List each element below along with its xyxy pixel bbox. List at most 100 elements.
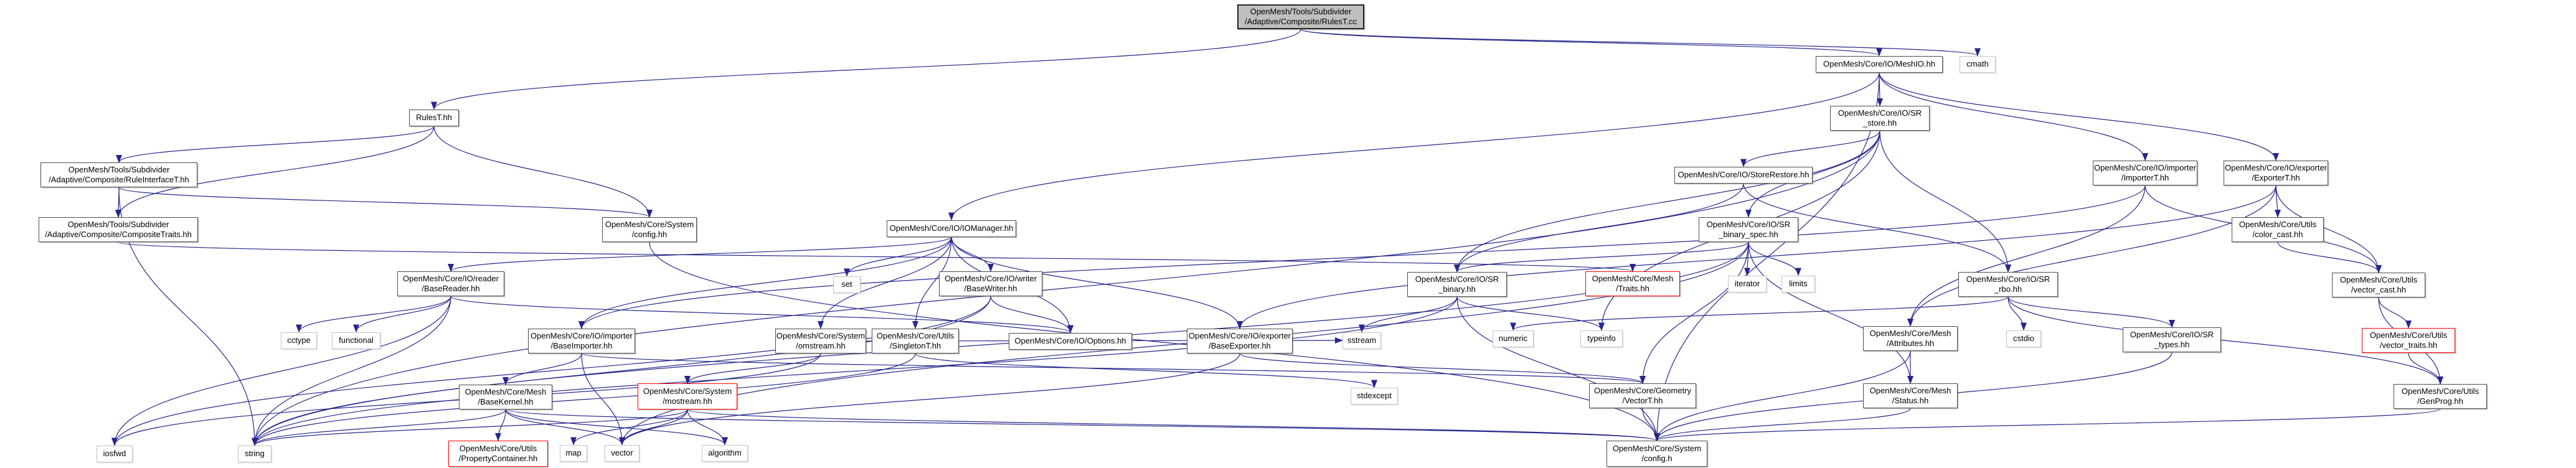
graph-node-status[interactable]: OpenMesh/Core/Mesh/Status.hh [1863,383,1958,408]
include-edge-sr_binary_spec-to-status [1748,241,1913,384]
graph-node-string: string [238,445,271,462]
graph-node-label: OpenMesh/Tools/Subdivider [67,220,169,229]
graph-node-label: OpenMesh/Core/Utils [2369,330,2448,340]
graph-node-rulest_cc: OpenMesh/Tools/Subdivider/Adaptive/Compo… [1237,4,1364,29]
graph-node-label: _rbo.hh [1994,284,2022,294]
graph-node-vector: vector [605,444,639,462]
include-edge-basekernel-to-propertycontainer [495,409,506,441]
graph-node-mostream[interactable]: OpenMesh/Core/System/mostream.hh [638,383,737,410]
graph-node-label: /Traits.hh [1616,284,1649,293]
include-edge-singletont-to-stdexcept [915,353,1377,388]
graph-node-label: _types.hh [2154,340,2190,349]
graph-node-label: OpenMesh/Core/IO/importer [531,331,633,340]
graph-node-singletont[interactable]: OpenMesh/Core/Utils/SingletonT.hh [872,329,959,353]
include-edge-sr_store-to-storerestore [1740,130,1880,167]
include-edge-vector_traits-to-genprog [2408,352,2443,385]
graph-node-basewriter[interactable]: OpenMesh/Core/IO/writer/BaseWriter.hh [939,271,1042,296]
graph-node-label: /GenProg.hh [2417,396,2463,406]
include-edge-basereader-to-options [450,296,1073,334]
graph-node-label: OpenMesh/Core/IO/reader [403,274,499,283]
graph-node-label: set [841,279,852,289]
include-edge-iomanager-to-baseexporter [951,236,1243,329]
include-edge-color_cast-to-vector_cast [2277,241,2382,273]
graph-node-label: string [245,449,265,458]
include-edge-baseimporter-to-vectort [581,353,1646,384]
graph-node-importert[interactable]: OpenMesh/Core/IO/importer/ImporterT.hh [2093,161,2197,185]
graph-node-storerestore[interactable]: OpenMesh/Core/IO/StoreRestore.hh [1674,166,1813,184]
graph-node-label: OpenMesh/Tools/Subdivider [1250,7,1352,16]
graph-node-sr_rbo[interactable]: OpenMesh/Core/IO/SR_rbo.hh [1958,272,2058,297]
include-edge-importert-to-attributes [1907,185,2146,327]
graph-node-config_hh[interactable]: OpenMesh/Core/System/config.hh [602,217,697,242]
include-edge-rulest_cc-to-cmath [1300,29,1981,57]
graph-node-options[interactable]: OpenMesh/Core/IO/Options.hh [1009,332,1132,350]
graph-node-traits[interactable]: OpenMesh/Core/Mesh/Traits.hh [1585,271,1680,296]
include-edge-iomanager-to-singletont [912,236,952,329]
graph-node-label: _binary_spec.hh [1719,230,1778,239]
graph-node-label: /Status.hh [1892,396,1929,405]
include-edge-sr_binary_spec-to-vectort [1639,241,1749,384]
include-edge-baseexporter-to-vector [619,353,1240,446]
graph-node-label: RulesT.hh [416,113,452,122]
include-edge-baseimporter-to-basekernel [502,353,582,385]
graph-node-sr_binary[interactable]: OpenMesh/Core/IO/SR_binary.hh [1407,272,1507,297]
graph-node-config_h[interactable]: OpenMesh/Core/System/config.h [1606,441,1707,467]
graph-node-omstream[interactable]: OpenMesh/Core/System/omstream.hh [775,329,866,353]
graph-node-label: OpenMesh/Core/Utils [2401,386,2479,396]
graph-node-propertycontainer[interactable]: OpenMesh/Core/Utils/PropertyContainer.hh [448,441,548,467]
graph-node-vector_cast[interactable]: OpenMesh/Core/Utils/vector_cast.hh [2332,273,2425,297]
include-edge-rulest_hh-to-composite_traits [115,126,435,218]
include-edge-genprog-to-config_h [1654,408,2441,441]
graph-node-ruleinterface[interactable]: OpenMesh/Tools/Subdivider/Adaptive/Compo… [40,162,197,187]
graph-node-basekernel[interactable]: OpenMesh/Core/Mesh/BaseKernel.hh [459,385,552,410]
graph-node-iterator: iterator [1728,275,1767,292]
graph-node-genprog[interactable]: OpenMesh/Core/Utils/GenProg.hh [2394,384,2487,409]
graph-node-sr_store[interactable]: OpenMesh/Core/IO/SR_store.hh [1830,106,1930,131]
include-edge-mostream-to-config_h [687,409,1660,441]
graph-node-iomanager[interactable]: OpenMesh/Core/IO/IOManager.hh [887,220,1016,237]
graph-node-label: OpenMesh/Core/IO/exporter [2224,163,2328,172]
graph-node-label: OpenMesh/Core/IO/SR [2130,330,2214,339]
include-edge-mostream-to-map [570,409,688,446]
graph-node-stdexcept: stdexcept [1351,387,1398,405]
graph-node-cmath: cmath [1960,55,1996,73]
graph-node-label: /BaseReader.hh [422,284,480,293]
include-edge-basekernel-to-vector [505,409,625,446]
include-edge-mostream-to-string [252,409,688,446]
graph-node-basereader[interactable]: OpenMesh/Core/IO/reader/BaseReader.hh [397,271,504,296]
graph-node-sr_types[interactable]: OpenMesh/Core/IO/SR_types.hh [2123,327,2221,352]
include-edge-iomanager-to-set [844,236,952,277]
graph-node-label: OpenMesh/Core/Utils [2339,275,2418,284]
graph-node-composite_traits[interactable]: OpenMesh/Tools/Subdivider/Adaptive/Compo… [39,217,198,242]
graph-node-label: /color_cast.hh [2252,230,2303,239]
graph-node-rulest_hh[interactable]: RulesT.hh [409,109,459,126]
graph-node-vectort[interactable]: OpenMesh/Core/Geometry/VectorT.hh [1589,383,1696,408]
include-edge-sr_binary-to-string [252,296,1458,446]
graph-node-numeric: numeric [1493,330,1534,347]
include-edge-basereader-to-string [252,296,451,446]
graph-node-color_cast[interactable]: OpenMesh/Core/Utils/color_cast.hh [2232,217,2324,242]
include-edge-meshio-to-importert [1879,72,2148,161]
graph-node-label: OpenMesh/Core/Utils [2239,220,2317,229]
graph-node-label: /BaseExporter.hh [1209,341,1271,350]
graph-node-baseimporter[interactable]: OpenMesh/Core/IO/importer/BaseImporter.h… [528,329,635,353]
graph-node-sr_binary_spec[interactable]: OpenMesh/Core/IO/SR_binary_spec.hh [1699,217,1798,242]
graph-node-cctype: cctype [281,332,317,349]
graph-node-label: algorithm [708,448,742,457]
graph-node-baseexporter[interactable]: OpenMesh/Core/IO/exporter/BaseExporter.h… [1187,329,1293,353]
graph-node-vector_traits[interactable]: OpenMesh/Core/Utils/vector_traits.hh [2362,328,2455,353]
include-edge-rulest_hh-to-config_hh [433,126,653,218]
include-edge-sr_binary-to-config_h [1456,296,1660,441]
graph-node-label: OpenMesh/Core/IO/SR [1706,220,1791,229]
graph-node-label: OpenMesh/Core/Mesh [1869,329,1951,338]
edge-group [111,29,2443,446]
include-edge-iomanager-to-basereader [448,236,952,272]
graph-node-attributes[interactable]: OpenMesh/Core/Mesh/Attributes.hh [1863,326,1958,351]
graph-node-exportert[interactable]: OpenMesh/Core/IO/exporter/ExporterT.hh [2224,161,2328,185]
graph-node-meshio[interactable]: OpenMesh/Core/IO/MeshIO.hh [1816,55,1943,73]
include-edge-rulest_hh-to-ruleinterface [116,126,435,163]
graph-node-label: /BaseWriter.hh [964,284,1017,293]
include-edge-mostream-to-algorithm [687,409,728,446]
